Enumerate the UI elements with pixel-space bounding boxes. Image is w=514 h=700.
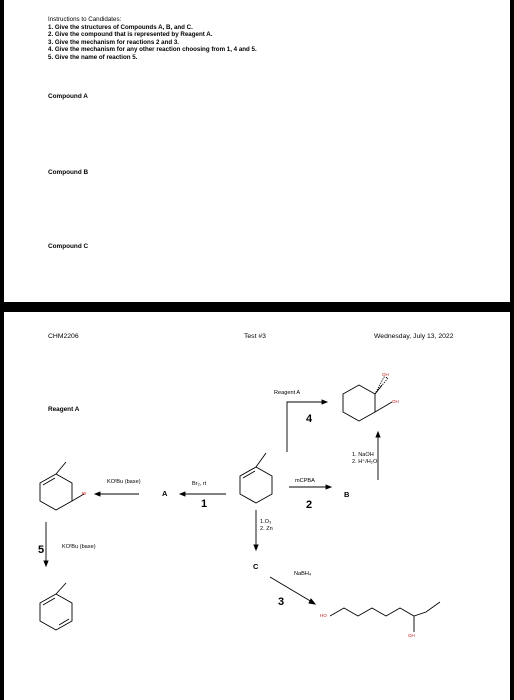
test-date: Wednesday, July 13, 2022 bbox=[374, 333, 454, 340]
elimination-reagent: KOᵗBu (base) bbox=[107, 479, 141, 485]
ozonolysis-step-1: 1.O₃ bbox=[260, 519, 272, 525]
hydrolysis-step-1: 1. NaOH bbox=[352, 452, 374, 458]
methylcyclohexadiene-structure bbox=[39, 582, 73, 631]
arrow-head-reaction-4 bbox=[321, 399, 329, 405]
page-scheme: CHM2206 Test #3 Wednesday, July 13, 2022… bbox=[4, 312, 510, 700]
arrow-head-reaction-1 bbox=[178, 491, 186, 497]
test-title: Test #3 bbox=[244, 333, 266, 340]
instructions-heading: Instructions to Candidates: bbox=[48, 16, 122, 23]
ozonolysis-step-2: 2. Zn bbox=[260, 526, 273, 532]
instruction-item: 1. Give the structures of Compounds A, B… bbox=[48, 23, 193, 31]
arrow-head-reaction-3 bbox=[308, 598, 317, 605]
reaction-2-number: 2 bbox=[306, 499, 313, 511]
reaction-5-number: 5 bbox=[38, 544, 45, 556]
instruction-item: 3. Give the mechanism for reactions 2 an… bbox=[48, 38, 180, 46]
reagent-a-label: Reagent A bbox=[48, 406, 80, 413]
arrow-head-ozonolysis bbox=[253, 544, 259, 552]
reaction-1-reagent: Br₂, rt bbox=[192, 481, 207, 487]
bromo-methylcyclohexene-structure bbox=[39, 461, 85, 511]
compound-b-label: Compound B bbox=[48, 169, 89, 176]
arrow-head-reaction-2 bbox=[325, 484, 333, 490]
methylcyclohexene-structure bbox=[239, 452, 273, 504]
chain-product-structure bbox=[329, 601, 441, 617]
compound-a-label: Compound A bbox=[48, 93, 88, 100]
reaction-4-number: 4 bbox=[306, 413, 313, 425]
arrow-head-elimination bbox=[93, 491, 101, 497]
reaction-3-number: 3 bbox=[278, 596, 285, 608]
instruction-item: 5. Give the name of reaction 5. bbox=[48, 53, 138, 61]
ho-label: HO bbox=[320, 613, 327, 618]
arrow-head-reaction-5 bbox=[43, 560, 49, 568]
ozonolysis-reagents: 1.O₃ 2. Zn bbox=[260, 519, 273, 533]
hydrolysis-reagents: 1. NaOH 2. H⁺/H₂O bbox=[352, 452, 377, 466]
arrow-reaction-3 bbox=[269, 576, 313, 603]
page-instructions: Instructions to Candidates: 1. Give the … bbox=[4, 0, 510, 302]
instructions: Instructions to Candidates: 1. Give the … bbox=[48, 16, 257, 62]
arrow-head-hydrolysis bbox=[375, 430, 381, 438]
instruction-item: 4. Give the mechanism for any other reac… bbox=[48, 46, 257, 54]
instruction-item: 2. Give the compound that is represented… bbox=[48, 31, 213, 39]
reaction-2-reagent: mCPBA bbox=[295, 478, 315, 484]
diol-structure bbox=[342, 376, 393, 422]
reaction-scheme bbox=[39, 376, 441, 632]
compound-a-marker: A bbox=[162, 489, 168, 498]
hydrolysis-step-2: 2. H⁺/H₂O bbox=[352, 459, 378, 465]
oh-label-top: OH bbox=[382, 372, 389, 377]
course-code: CHM2206 bbox=[48, 333, 79, 340]
compound-c-marker: C bbox=[253, 562, 259, 571]
reaction-5-reagent: KOᵗBu (base) bbox=[62, 544, 96, 550]
reaction-1-number: 1 bbox=[201, 498, 208, 510]
oh-label-chain: OH bbox=[408, 633, 415, 638]
bromine-atom: Br bbox=[82, 491, 87, 496]
compound-c-label: Compound C bbox=[48, 243, 89, 250]
compound-b-marker: B bbox=[344, 490, 350, 499]
reaction-4-reagent: Reagent A bbox=[274, 390, 301, 396]
oh-label-right: OH bbox=[392, 399, 399, 404]
arrow-reaction-4 bbox=[286, 401, 324, 452]
reaction-3-reagent: NaBH₄ bbox=[294, 571, 312, 577]
instructions-list: 1. Give the structures of Compounds A, B… bbox=[48, 24, 257, 62]
